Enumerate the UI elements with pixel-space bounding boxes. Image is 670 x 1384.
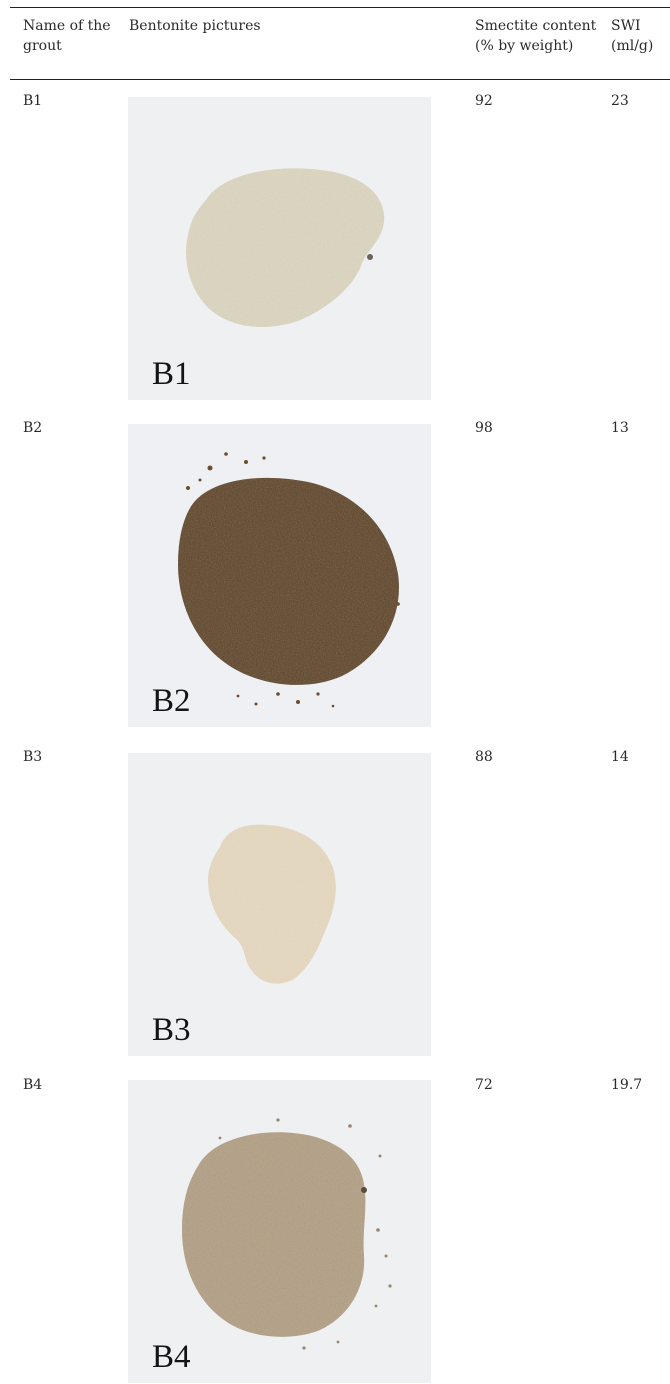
grout-name: B1	[23, 93, 43, 109]
photo-label: B1	[152, 356, 191, 392]
swi-value: 23	[611, 93, 629, 109]
bentonite-photo-b2: B2	[128, 424, 431, 727]
bentonite-photo-b3: B3	[128, 753, 431, 1056]
grout-name: B2	[23, 420, 43, 436]
smectite-value: 88	[475, 749, 493, 765]
smectite-value: 92	[475, 93, 493, 109]
header-bentonite-pictures: Bentonite pictures	[129, 18, 261, 34]
table-top-rule	[10, 7, 670, 8]
bentonite-photo-b1: B1	[128, 97, 431, 400]
grout-name: B3	[23, 749, 43, 765]
photo-label: B2	[152, 683, 191, 719]
swi-value: 14	[611, 749, 629, 765]
grout-name: B4	[23, 1077, 43, 1093]
table-header-rule	[10, 79, 670, 80]
bentonite-photo-b4: B4	[128, 1080, 431, 1383]
header-swi: SWI (ml/g)	[611, 18, 654, 54]
photo-label: B4	[152, 1339, 191, 1375]
header-smectite-content: Smectite content (% by weight)	[475, 18, 597, 54]
smectite-value: 72	[475, 1077, 493, 1093]
swi-value: 19.7	[611, 1077, 643, 1093]
header-name-of-grout: Name of the grout	[23, 18, 111, 54]
swi-value: 13	[611, 420, 629, 436]
photo-label: B3	[152, 1012, 191, 1048]
smectite-value: 98	[475, 420, 493, 436]
